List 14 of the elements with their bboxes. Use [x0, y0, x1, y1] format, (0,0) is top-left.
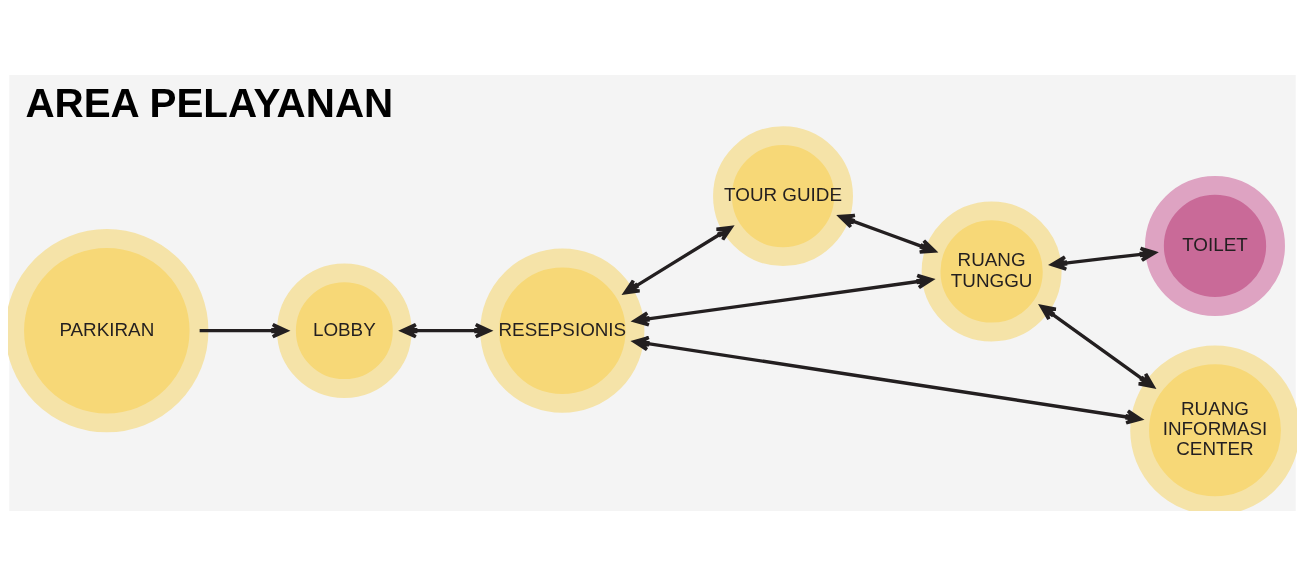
diagram-title: AREA PELAYANAN [25, 79, 394, 126]
node-circle: PARKIRAN [8, 228, 209, 432]
arrow [632, 273, 934, 327]
node-circle: TOILET [1145, 175, 1285, 316]
arrow [1050, 246, 1157, 271]
arrow [199, 322, 289, 338]
node-circle: RUANG TUNGGU [921, 201, 1062, 341]
arrow [400, 322, 492, 338]
arrow [1039, 304, 1155, 388]
arrow [623, 225, 733, 294]
node-circle: LOBBY [277, 262, 412, 398]
arrow [838, 213, 937, 254]
arrow [632, 335, 1143, 425]
node-circle: RUANG INFORMASI CENTER [1130, 344, 1297, 511]
